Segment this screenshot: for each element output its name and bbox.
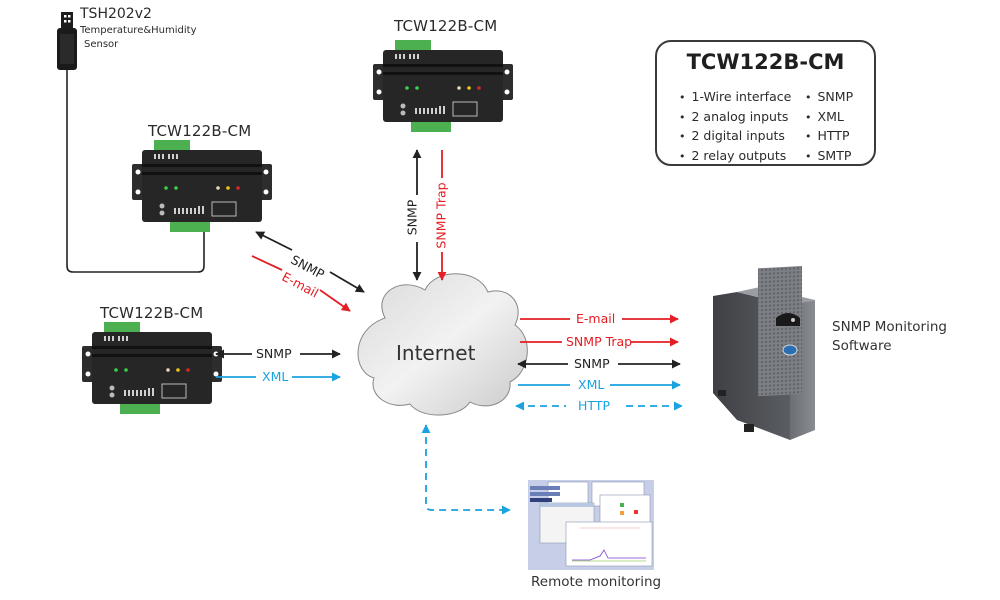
- device-top-image: [372, 39, 514, 133]
- remote-monitoring-image: [528, 480, 654, 570]
- remote-monitoring-label: Remote monitoring: [531, 574, 662, 590]
- protocol-item: HTTP: [805, 127, 853, 147]
- link-left-upper-email: [251, 255, 351, 312]
- link-server-snmp-label: SNMP: [574, 356, 610, 371]
- sensor-subtitle-line1: Temperature&Humidity: [80, 25, 197, 36]
- link-server-snmp-trap-label: SNMP Trap: [566, 334, 633, 349]
- server-label: SNMP Monitoring Software: [832, 318, 947, 356]
- sensor-subtitle-line2: Sensor: [84, 39, 119, 50]
- link-remote-monitoring: [421, 424, 511, 515]
- link-left-lower-snmp-label: SNMP: [256, 346, 292, 361]
- device-left-upper-image: [131, 139, 273, 233]
- device-top-title: TCW122B-CM: [394, 17, 498, 35]
- link-top-snmp-label: SNMP: [404, 199, 420, 236]
- protocol-list: SNMP XML HTTP SMTP: [805, 88, 854, 167]
- feature-item: 2 relay outputs: [679, 147, 791, 167]
- feature-item: 2 analog inputs: [679, 108, 791, 128]
- link-server-http-label: HTTP: [578, 398, 610, 413]
- sensor-probe: [57, 12, 77, 70]
- protocol-item: XML: [805, 108, 853, 128]
- server-label-line2: Software: [832, 338, 892, 354]
- spec-box: TCW122B-CM 1-Wire interface 2 analog inp…: [655, 40, 876, 166]
- device-left-upper-title: TCW122B-CM: [148, 122, 252, 140]
- link-left-upper-snmp: [255, 231, 365, 293]
- spec-box-title: TCW122B-CM: [686, 50, 845, 74]
- sensor-cable: [66, 70, 205, 273]
- internet-cloud: [357, 273, 528, 416]
- device-left-lower-image: [81, 321, 223, 415]
- link-left-lower-xml-label: XML: [262, 369, 289, 384]
- sensor-title: TSH202v2: [80, 6, 152, 22]
- feature-item: 2 digital inputs: [679, 127, 791, 147]
- link-top-snmp-trap-label: SNMP Trap: [433, 182, 449, 249]
- device-left-lower-title: TCW122B-CM: [100, 304, 204, 322]
- server-label-line1: SNMP Monitoring: [832, 319, 947, 335]
- protocol-item: SNMP: [805, 88, 854, 108]
- link-server-email-label: E-mail: [576, 311, 616, 326]
- feature-list: 1-Wire interface 2 analog inputs 2 digit…: [679, 88, 792, 167]
- link-server-xml-label: XML: [578, 377, 605, 392]
- protocol-item: SMTP: [805, 147, 853, 167]
- internet-label: Internet: [396, 341, 476, 365]
- feature-item: 1-Wire interface: [679, 88, 792, 108]
- server-tower: [713, 265, 815, 440]
